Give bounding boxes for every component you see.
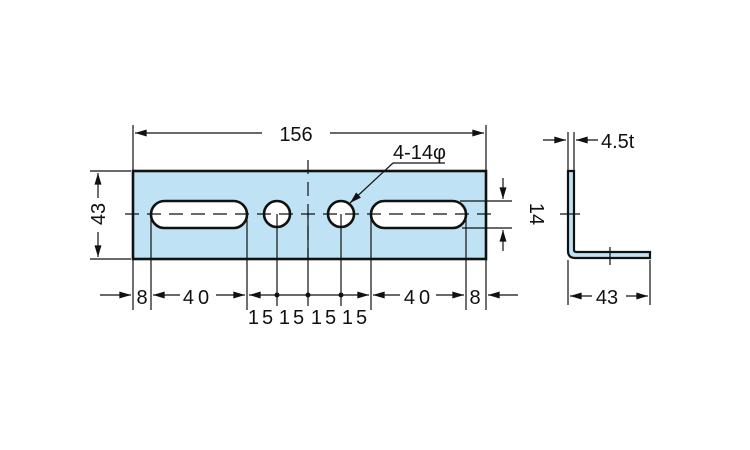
hole-callout-label: 4-14φ [393,142,446,164]
dim-end-left-label: 8 [136,287,147,309]
dim-thickness-label: 4.5t [601,131,635,153]
dim-14-label: 14 [525,203,547,225]
dim-43-label: 43 [88,203,110,225]
dim-pitch-1-label: 15 [248,307,276,329]
dim-flange-label: 43 [596,287,618,309]
dim-pitch-4-label: 15 [342,307,370,329]
dim-156-label: 156 [279,124,312,146]
dim-pitch-3-label: 15 [311,307,339,329]
dim-end-right-label: 8 [469,287,480,309]
dim-slot-width: 14 [460,178,547,251]
dim-bottom-chain: 8 40 15 15 15 15 40 8 [100,214,518,329]
dim-pitch-2-label: 15 [279,307,307,329]
front-view [125,160,496,261]
hole-callout: 4-14φ [349,142,446,204]
angle-profile [566,169,652,260]
dim-height: 43 [88,170,131,260]
dim-slot-left-label: 40 [183,287,213,309]
side-view: 4.5t 43 [543,131,652,309]
dim-slot-right-label: 40 [404,287,434,309]
dim-overall-length: 156 [132,124,487,171]
